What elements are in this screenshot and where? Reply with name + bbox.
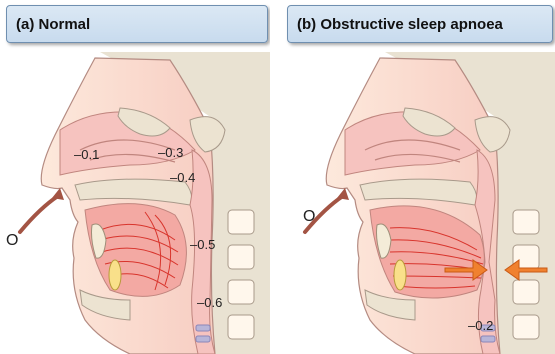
airflow-label: O xyxy=(6,232,18,250)
pressure-label: –0.5 xyxy=(190,237,215,252)
pressure-label: –0.3 xyxy=(158,145,183,160)
pressure-label: –0.1 xyxy=(74,147,99,162)
pressure-label: –0.6 xyxy=(197,295,222,310)
panel-obstructive-sleep-apnoea: (b) Obstructive sleep apnoea O –0.2 xyxy=(285,0,555,354)
panel-normal: (a) Normal O –0.1 –0.3 –0.4 –0.5 –0.6 xyxy=(0,0,270,354)
panel-title: (b) Obstructive sleep apnoea xyxy=(287,5,553,43)
normal-airway-illustration xyxy=(0,0,270,354)
pressure-label: –0.4 xyxy=(170,170,195,185)
airflow-label: O xyxy=(303,208,315,226)
pressure-label: –0.2 xyxy=(468,318,493,333)
panel-title: (a) Normal xyxy=(6,5,268,43)
airflow-arrow-icon xyxy=(20,188,64,232)
osa-airway-illustration xyxy=(285,0,555,354)
